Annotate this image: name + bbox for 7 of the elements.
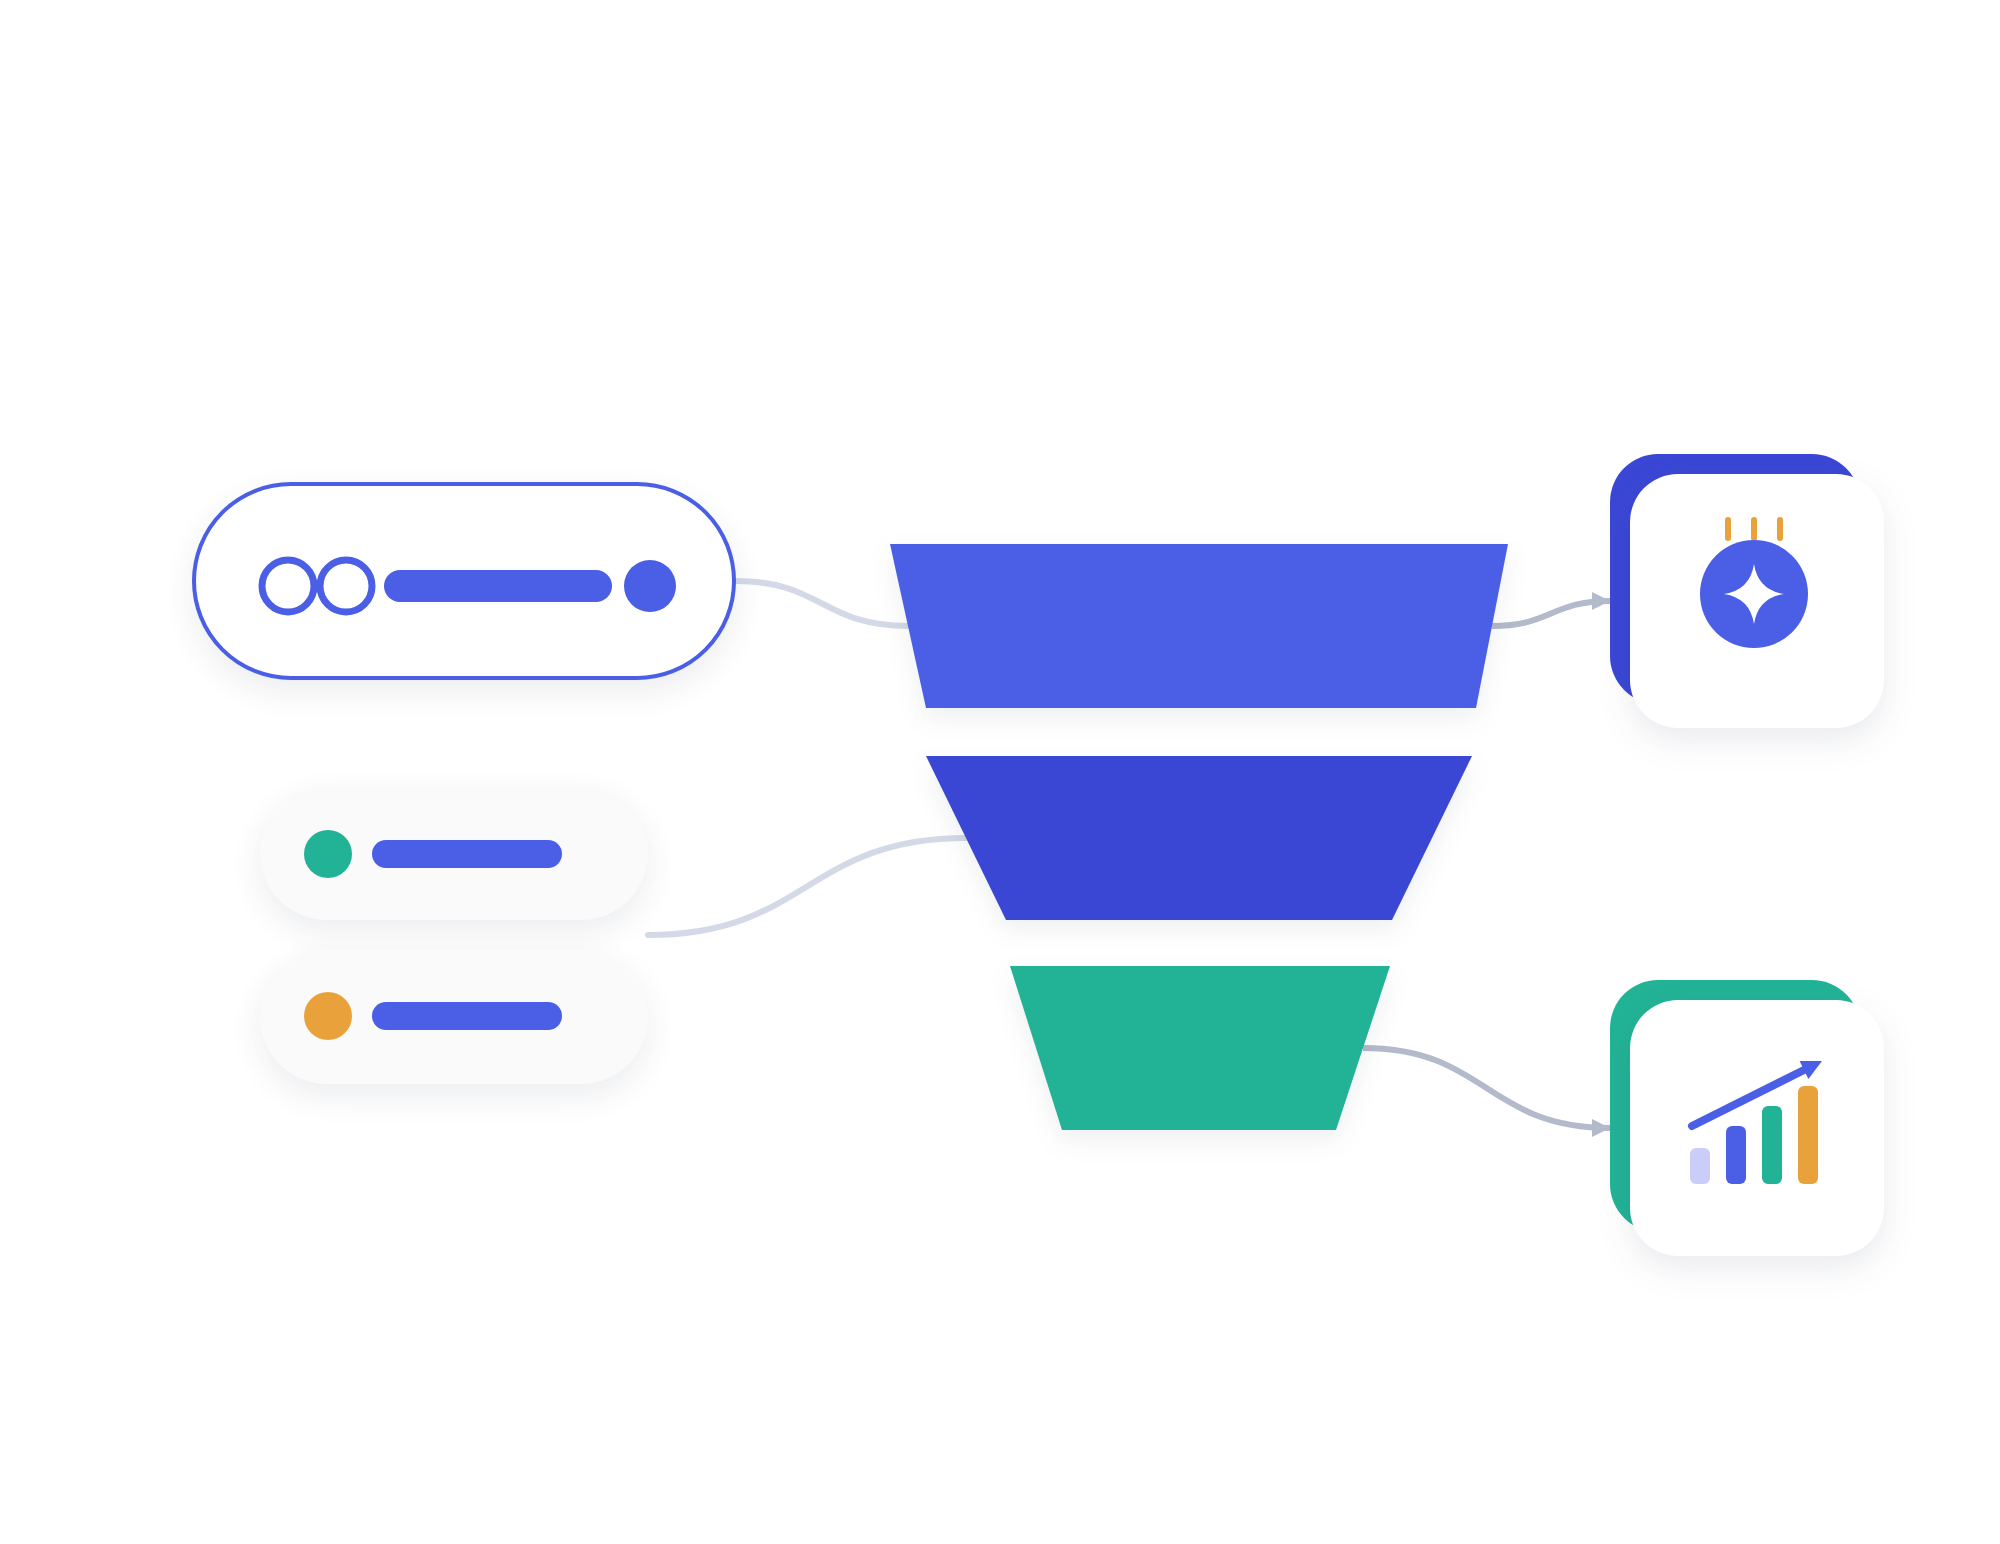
connector-line — [645, 835, 969, 938]
funnel-segment — [1010, 966, 1390, 1130]
funnel-segment — [926, 756, 1472, 920]
arrow — [1362, 1045, 1611, 1136]
funnel-segment — [890, 544, 1508, 708]
connector-line — [733, 578, 911, 629]
arrow — [1491, 592, 1611, 629]
